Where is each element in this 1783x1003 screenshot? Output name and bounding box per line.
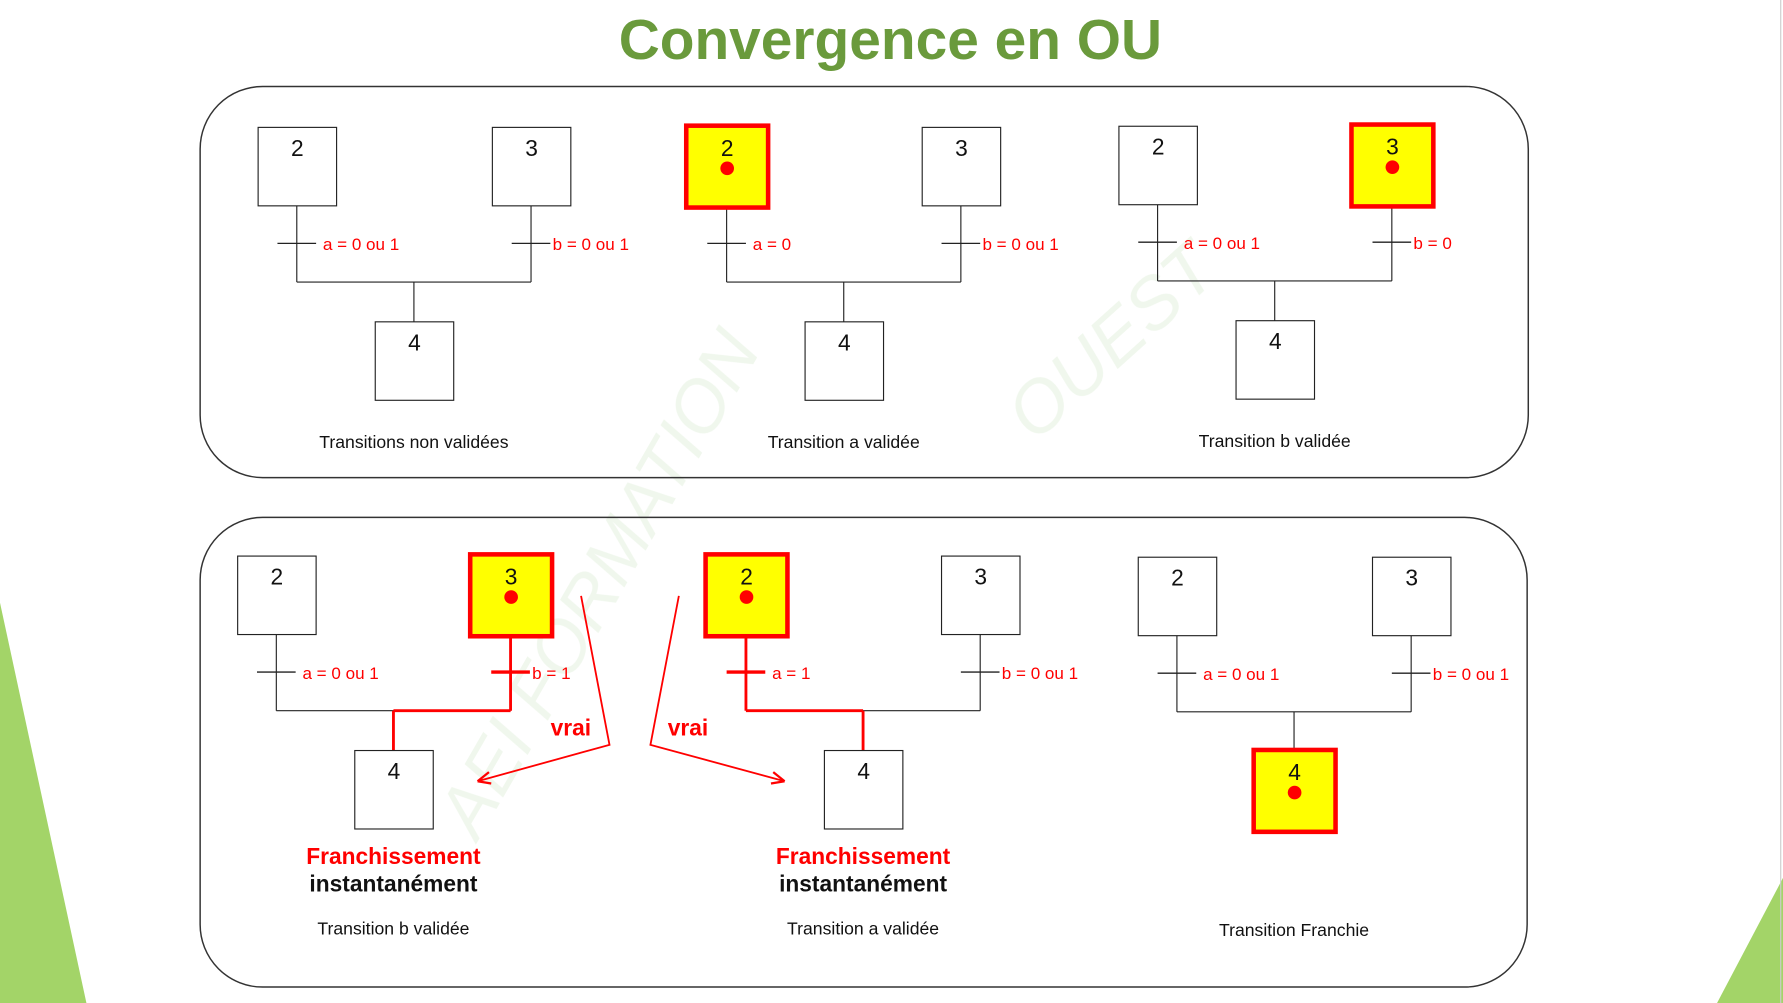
token-dot-icon <box>504 590 518 604</box>
step-4: 4 <box>1251 747 1338 835</box>
step-number: 3 <box>974 564 987 590</box>
token-dot-icon <box>720 161 735 176</box>
note-franchissement: Franchissement <box>776 843 951 869</box>
step-3: 3 <box>491 126 572 207</box>
step-box <box>940 555 1021 636</box>
transition-right-label: b = 0 ou 1 <box>1433 665 1509 684</box>
step-box <box>1235 320 1316 400</box>
step-box <box>921 126 1002 207</box>
transition-right-label: b = 0 <box>1413 234 1451 253</box>
step-4: 4 <box>804 321 885 401</box>
step-number: 2 <box>721 135 734 161</box>
token-dot-icon <box>1287 785 1302 800</box>
diagram-caption: Transition Franchie <box>1219 920 1369 940</box>
step-2: 2 <box>237 555 317 636</box>
step-number: 2 <box>740 564 753 590</box>
step-box <box>804 321 885 401</box>
arrow-label-vrai: vrai <box>668 715 708 741</box>
transition-right-label: b = 0 ou 1 <box>1002 664 1078 683</box>
transition-left-label: a = 0 <box>753 235 791 254</box>
token-dot-icon <box>739 590 754 604</box>
step-2: 2 <box>1137 556 1218 637</box>
diagram-caption: Transition a validée <box>768 432 920 452</box>
step-number: 4 <box>857 758 870 784</box>
step-3: 3 <box>1349 122 1436 209</box>
step-box <box>1137 556 1218 637</box>
transition-left-label: a = 0 ou 1 <box>1203 665 1279 684</box>
note-instantanement: instantanément <box>309 871 477 897</box>
step-box <box>823 749 904 830</box>
green-accent-right <box>1717 877 1783 1003</box>
diagram-caption: Transition a validée <box>787 919 939 939</box>
diagram-caption: Transition b validée <box>317 919 469 939</box>
panel-bottom <box>199 516 1528 988</box>
step-box <box>257 126 338 207</box>
step-box <box>374 321 455 401</box>
arrow-head-icon <box>770 771 786 785</box>
step-number: 4 <box>388 758 401 784</box>
note-instantanement: instantanément <box>779 871 947 897</box>
step-3: 3 <box>1371 556 1452 637</box>
step-4: 4 <box>823 749 904 830</box>
step-number: 4 <box>1269 328 1282 354</box>
diagram-caption: Transitions non validées <box>319 432 508 452</box>
transition-left-label: a = 0 ou 1 <box>1184 234 1260 253</box>
arrow-head-icon <box>476 771 492 785</box>
step-number: 4 <box>408 329 421 355</box>
step-number: 3 <box>955 135 968 161</box>
token-dot-icon <box>1385 160 1400 175</box>
transition-left-label: a = 0 ou 1 <box>302 664 378 683</box>
page-title: Convergence en OU <box>619 9 1162 72</box>
step-number: 2 <box>1171 565 1184 591</box>
panel-top <box>199 85 1530 479</box>
arrow-line <box>477 595 611 783</box>
note-franchissement: Franchissement <box>306 843 481 869</box>
step-number: 3 <box>525 135 538 161</box>
step-box <box>237 555 317 636</box>
step-number: 3 <box>505 564 518 590</box>
step-number: 4 <box>1288 759 1301 785</box>
step-3: 3 <box>940 555 1021 636</box>
diagram-caption: Transition b validée <box>1199 431 1351 451</box>
step-box <box>1371 556 1452 637</box>
step-2: 2 <box>257 126 338 207</box>
transition-right-label: b = 0 ou 1 <box>982 235 1058 254</box>
step-3: 3 <box>921 126 1002 207</box>
green-accent-left <box>0 602 87 1003</box>
step-number: 2 <box>271 564 284 590</box>
step-number: 2 <box>1152 134 1165 160</box>
step-box <box>491 126 572 207</box>
step-2: 2 <box>683 123 771 210</box>
step-number: 2 <box>291 135 304 161</box>
step-number: 3 <box>1405 565 1418 591</box>
transition-left-label: a = 1 <box>772 664 810 683</box>
step-number: 4 <box>838 329 851 355</box>
step-box <box>1118 125 1198 206</box>
svg-text:OUEST: OUEST <box>991 224 1235 455</box>
step-4: 4 <box>1235 320 1316 400</box>
step-3: 3 <box>467 552 555 639</box>
transition-right-label: b = 0 ou 1 <box>553 235 629 254</box>
transition-left-label: a = 0 ou 1 <box>323 235 399 254</box>
arrow-line <box>649 595 785 783</box>
step-number: 3 <box>1386 134 1399 160</box>
step-box <box>354 749 434 830</box>
step-2: 2 <box>1118 125 1198 206</box>
transition-right-label: b = 1 <box>532 664 570 683</box>
step-4: 4 <box>354 749 434 830</box>
step-2: 2 <box>703 552 790 639</box>
arrow-label-vrai: vrai <box>551 715 591 741</box>
step-4: 4 <box>374 321 455 401</box>
